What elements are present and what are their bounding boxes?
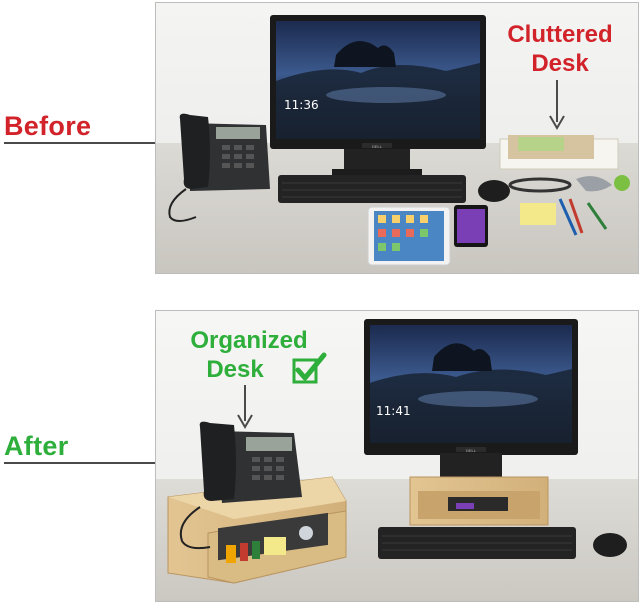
callout-line-2: Desk xyxy=(531,50,589,77)
monitor-brand: DELL xyxy=(372,144,383,149)
tablet xyxy=(367,206,451,266)
monitor-brand: DELL xyxy=(466,448,477,453)
paper-stack xyxy=(499,135,619,170)
before-label-text: Before xyxy=(4,111,92,141)
mouse xyxy=(478,180,510,202)
desk-organizer xyxy=(167,476,347,584)
desk-phone xyxy=(168,113,270,222)
callout-line-2: Desk xyxy=(206,356,264,383)
before-desk-photo: 11:36 DELL xyxy=(156,3,638,273)
organized-desk-callout: Organized Desk xyxy=(174,326,324,384)
checkbox-checkmark-icon xyxy=(292,352,327,384)
after-label: After xyxy=(4,431,69,462)
after-divider xyxy=(4,462,155,464)
after-photo-panel: 11:41 DELL xyxy=(155,310,639,602)
cluttered-desk-callout: Cluttered Desk xyxy=(490,20,630,78)
glasses xyxy=(508,177,572,193)
screen-clock: 11:36 xyxy=(284,98,319,112)
mouse xyxy=(593,533,627,557)
screen-clock: 11:41 xyxy=(376,404,411,418)
keyboard xyxy=(278,175,466,203)
callout-line-1: Cluttered xyxy=(507,21,613,48)
monitor: 11:41 DELL xyxy=(364,319,578,479)
after-label-text: After xyxy=(4,431,69,461)
after-desk-photo: 11:41 DELL xyxy=(156,311,638,601)
before-photo-panel: 11:36 DELL xyxy=(155,2,639,274)
monitor: 11:36 DELL xyxy=(270,15,486,175)
callout-line-1: Organized xyxy=(190,327,308,354)
tape-dispenser xyxy=(576,176,612,192)
before-label: Before xyxy=(4,111,91,142)
desk-phone xyxy=(179,421,302,550)
down-arrow-icon xyxy=(237,385,253,429)
before-divider xyxy=(4,142,155,144)
down-arrow-icon xyxy=(549,80,565,130)
monitor-riser xyxy=(409,476,549,526)
sticky-notes xyxy=(520,203,556,225)
